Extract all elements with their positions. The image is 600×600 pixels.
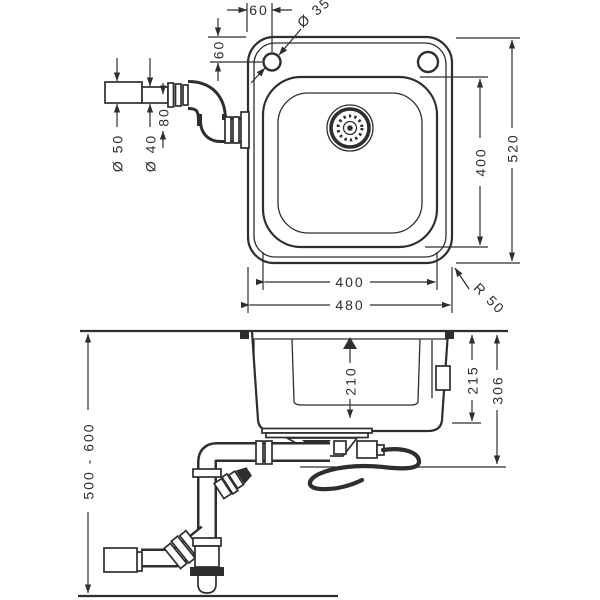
dim-label-pipe-axis-offset: 80: [156, 107, 172, 127]
tap-hole-right: [416, 50, 440, 74]
dim-label-pipe-inner-diameter: Ø 40: [143, 134, 159, 172]
dim-label-total-depth: 306: [490, 375, 506, 404]
drain-strainer: [326, 104, 374, 152]
dim-label-install-height: 500 - 600: [81, 422, 97, 499]
dim-label-outer-width: 480: [335, 297, 364, 313]
dim-label-hole-offset-x: 60: [249, 2, 269, 18]
dim-label-outer-length: 520: [505, 133, 521, 162]
dim-label-rim-to-bowl-bottom: 215: [465, 365, 481, 394]
sink-outline: [246, 35, 454, 265]
tailpiece-end: [197, 576, 217, 594]
tap-hole-left: [262, 52, 282, 72]
wall-outlet: [103, 547, 138, 573]
fastening-clamp-left: [240, 330, 249, 339]
top-view: 60 60 Ø 35 Ø 50 Ø 40 80 400: [104, 0, 521, 317]
dim-label-corner-radius: R 50: [471, 280, 509, 318]
dimensions-side-view: 210 215 306 500 - 600: [78, 333, 506, 598]
dim-label-bowl-width: 400: [335, 274, 364, 290]
bowl-outline: [261, 75, 439, 249]
dim-label-pipe-outer-diameter: Ø 50: [110, 134, 126, 172]
dim-label-bowl-length: 400: [473, 147, 489, 176]
fastening-clamp-right: [445, 330, 454, 339]
dimensions-top-view: 60 60 Ø 35 Ø 50 Ø 40 80 400: [110, 0, 521, 317]
bowl-section: [240, 330, 454, 433]
overflow-pipe-assembly: [104, 80, 250, 149]
trap-piping: [103, 440, 330, 594]
dim-label-bowl-depth: 210: [343, 366, 359, 395]
dishwasher-spout: [212, 467, 252, 500]
dim-label-hole-offset-y: 60: [211, 40, 227, 60]
dim-label-hole-diameter: Ø 35: [294, 0, 334, 31]
mounting-bracket: [435, 365, 451, 391]
pipe-collar: [190, 567, 224, 576]
side-view: 210 215 306 500 - 600: [78, 329, 508, 598]
